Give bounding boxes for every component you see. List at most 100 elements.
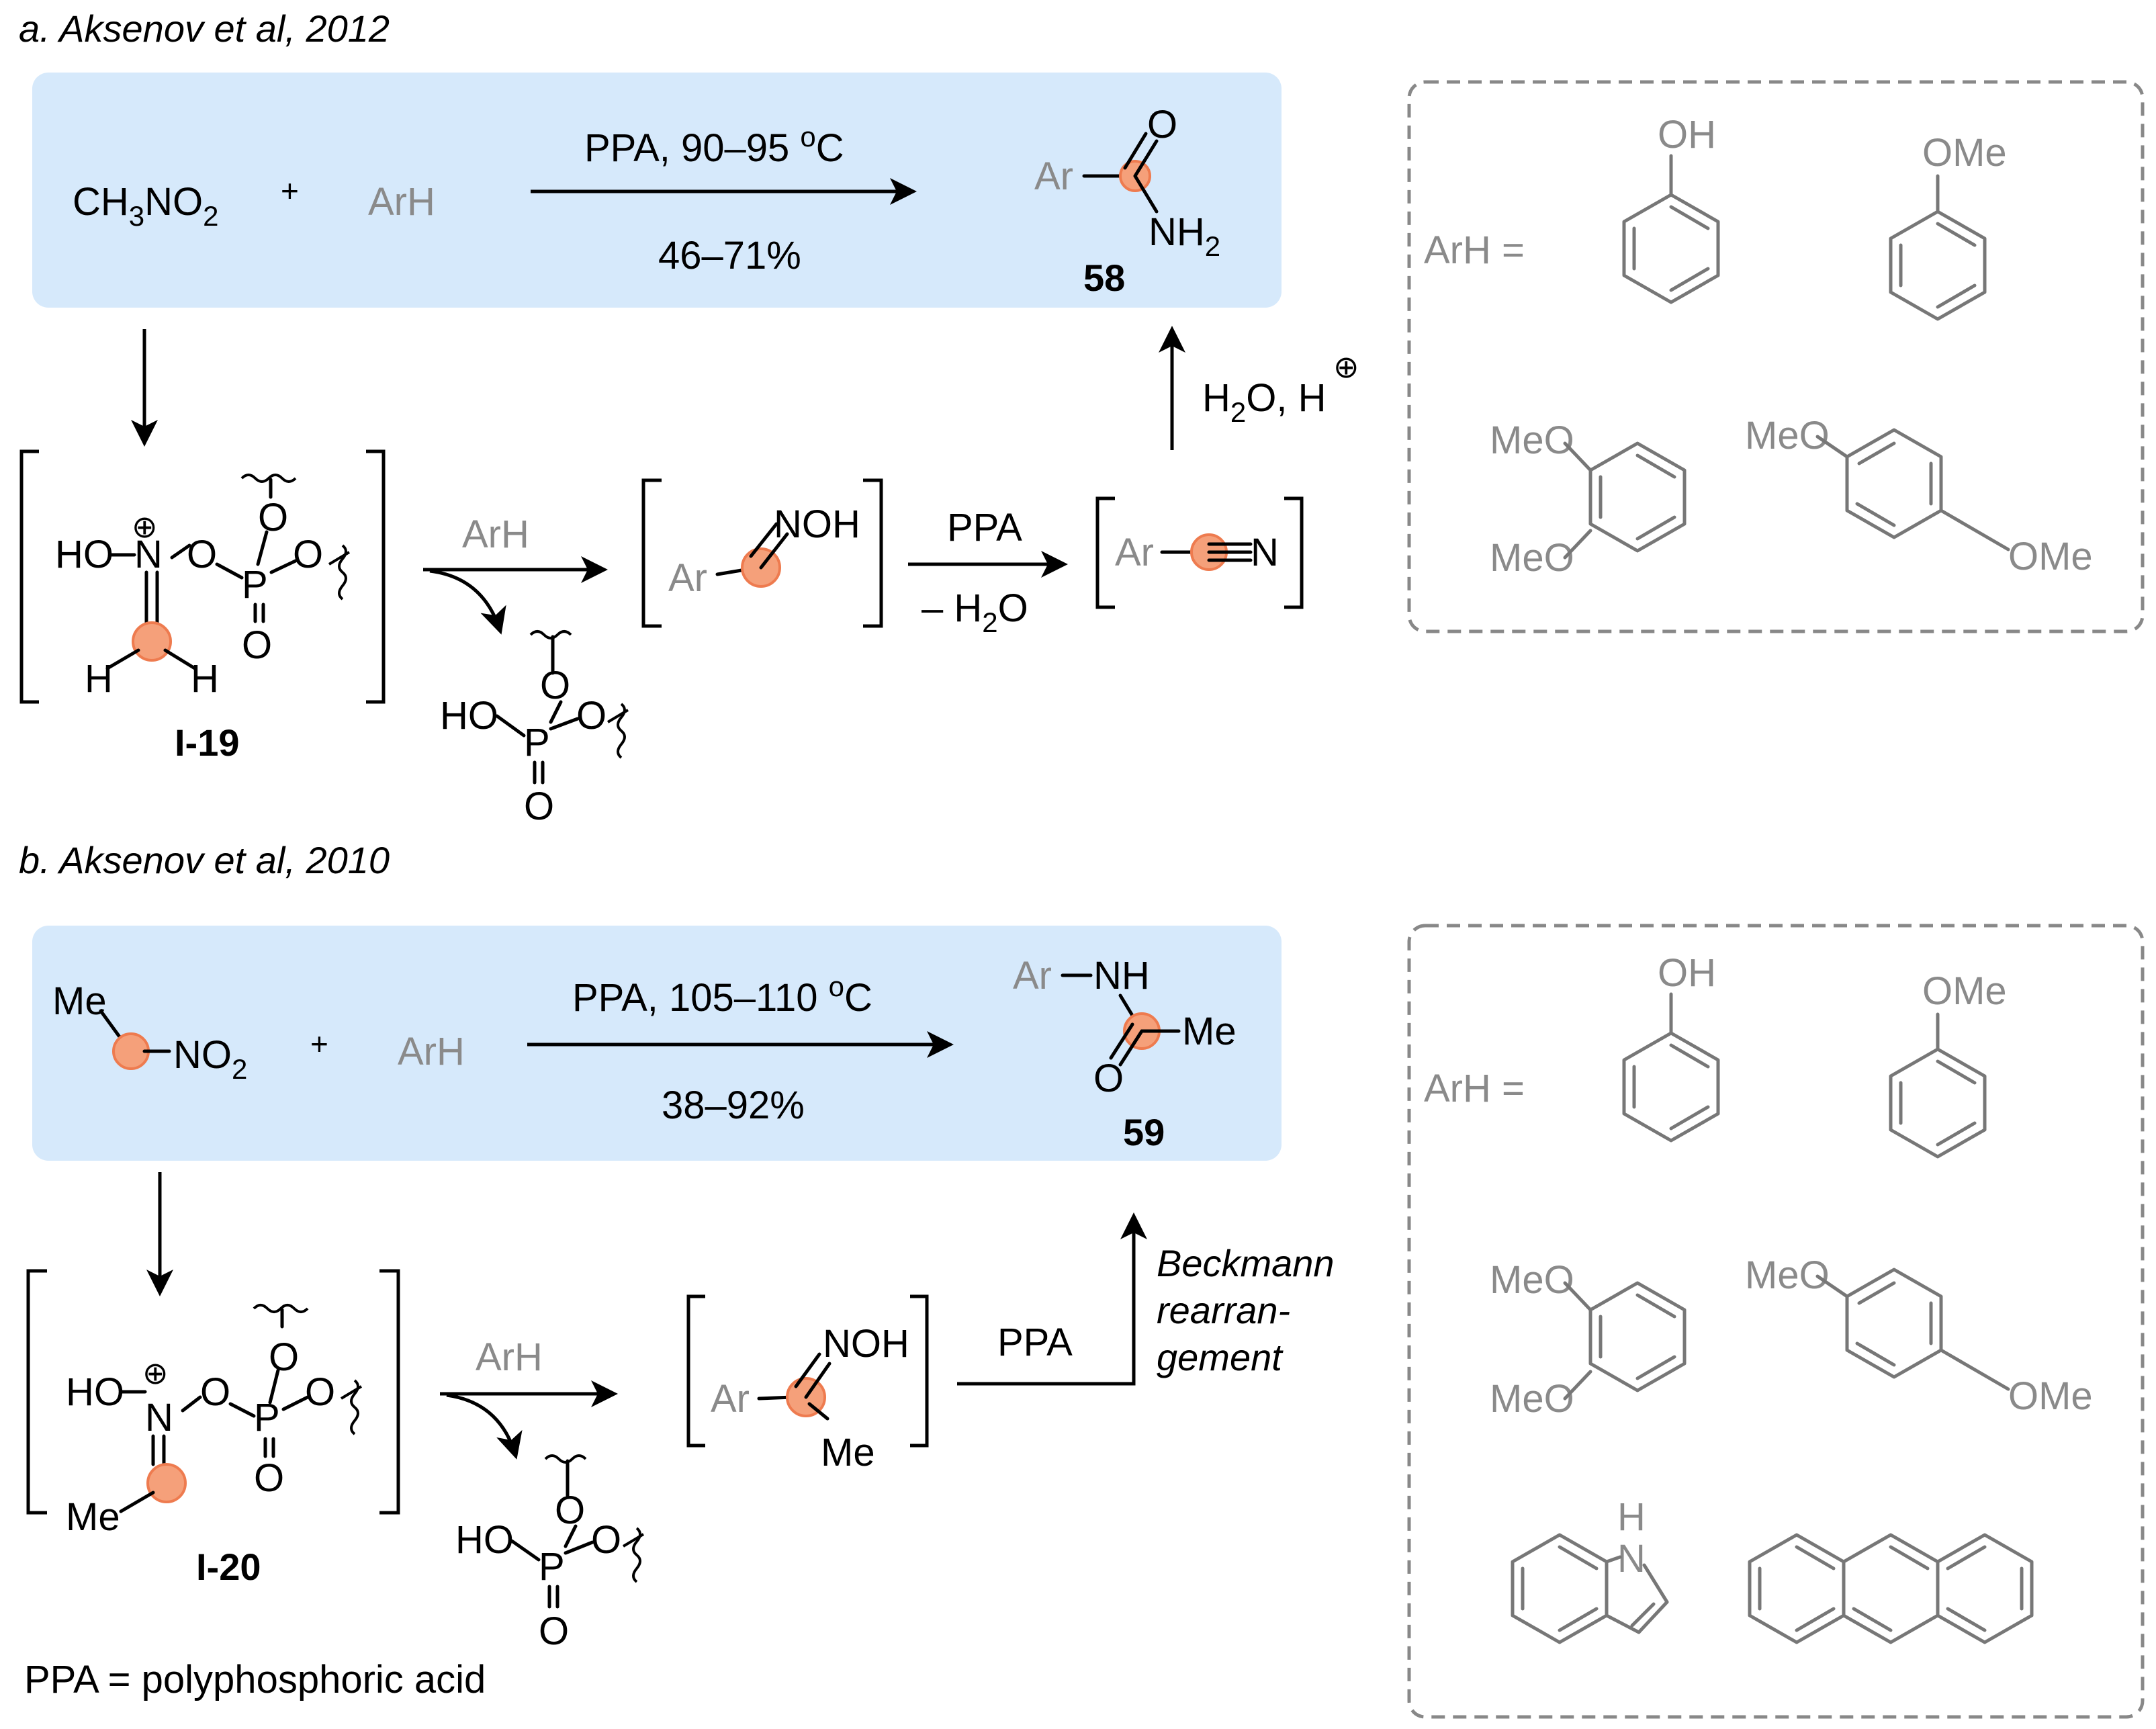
svg-text:H: H (191, 657, 219, 701)
bracket-right (379, 1269, 400, 1515)
highlight-atom (146, 1463, 187, 1503)
svg-text:N: N (145, 1396, 173, 1439)
panel-a-hydrolysis-plus: ⊕ (1333, 349, 1359, 384)
svg-text:MeO: MeO (1490, 1377, 1574, 1421)
dimethoxybenzene-structure: MeO OMe (1745, 1253, 2093, 1418)
svg-text:O: O (200, 1370, 230, 1414)
panel-b-ketoxime: Ar NOH Me (711, 1322, 909, 1474)
svg-text:NH: NH (1093, 954, 1150, 998)
bracket-right (910, 1294, 929, 1448)
svg-text:O: O (555, 1489, 585, 1532)
svg-text:O: O (576, 694, 607, 738)
svg-text:OH: OH (1658, 951, 1716, 995)
svg-text:MeO: MeO (1745, 414, 1830, 457)
panel-b-plus: + (310, 1026, 328, 1061)
bracket-left (19, 449, 39, 704)
svg-text:O: O (269, 1335, 299, 1379)
panel-a-byproduct-phosphate: O HO P O O (440, 630, 629, 828)
panel-b-rearr-line1: Beckmann (1157, 1242, 1335, 1284)
bracket-left (26, 1269, 47, 1515)
veratrole-structure: MeO MeO (1490, 418, 1687, 580)
svg-text:O: O (293, 533, 323, 576)
phenol-structure: OH (1622, 951, 1720, 1143)
svg-text:NH2: NH2 (1149, 210, 1220, 262)
panel-a-step1-reagent: ArH (462, 513, 529, 556)
svg-text:OH: OH (1658, 113, 1716, 157)
svg-text:HO: HO (66, 1370, 124, 1414)
svg-text:CH3NO2: CH3NO2 (73, 180, 219, 232)
svg-text:Me: Me (821, 1431, 875, 1474)
panel-a-scope-label: ArH = (1424, 228, 1525, 272)
panel-a-conditions: PPA, 90–95 oC (584, 121, 844, 170)
intermediate-I-20: HO N ⊕ O P O O O Me (66, 1304, 363, 1539)
svg-text:Ar: Ar (1013, 954, 1052, 998)
svg-text:O: O (591, 1518, 621, 1562)
panel-a-step2-dehydration: – H2O (922, 586, 1028, 638)
svg-text:HO: HO (455, 1518, 514, 1562)
svg-text:O: O (539, 1609, 569, 1653)
svg-text:N: N (1251, 531, 1279, 574)
svg-text:O: O (258, 496, 288, 539)
svg-text:P: P (254, 1396, 280, 1439)
panel-b-byproduct-arrow (446, 1393, 523, 1460)
panel-b-rearr-line3: gement (1157, 1336, 1284, 1378)
panel-b-product-label: 59 (1123, 1111, 1165, 1153)
bracket-right (1284, 496, 1304, 609)
panel-a-byproduct-arrow (429, 569, 506, 635)
panel-a-arh: ArH (368, 180, 435, 224)
panel-a-nitromethane: CH3NO2 (73, 180, 219, 232)
intermediate-I-19: HO N ⊕ O P O O O H H (55, 474, 351, 701)
svg-text:OMe: OMe (2008, 1374, 2093, 1418)
bracket-left (641, 478, 662, 628)
panel-b-scope-box (1407, 924, 2145, 1719)
svg-text:HO: HO (440, 694, 498, 738)
panel-a-aldoxime: Ar NOH (668, 502, 860, 600)
bracket-right (863, 478, 883, 628)
svg-text:N: N (1617, 1537, 1646, 1581)
svg-text:Ar: Ar (1115, 531, 1154, 574)
panel-a-heading: a. Aksenov et al, 2012 (19, 7, 390, 50)
bracket-left (1095, 496, 1115, 609)
svg-text:O: O (187, 533, 217, 576)
svg-text:O: O (540, 664, 570, 707)
svg-text:P: P (524, 721, 550, 764)
svg-text:OMe: OMe (1922, 131, 2007, 175)
svg-text:P: P (539, 1545, 565, 1589)
svg-text:OMe: OMe (1922, 969, 2007, 1013)
svg-text:Me: Me (52, 979, 107, 1023)
svg-text:Ar: Ar (711, 1377, 750, 1421)
panel-a-plus: + (281, 173, 299, 208)
svg-text:⊕: ⊕ (142, 1356, 169, 1390)
svg-text:O: O (254, 1456, 284, 1500)
indole-structure: H N (1511, 1495, 1669, 1644)
anisole-structure: OMe (1889, 969, 2007, 1159)
svg-text:NO2: NO2 (173, 1033, 247, 1085)
panel-b-scope-label: ArH = (1424, 1067, 1525, 1110)
highlight-atom (132, 621, 172, 662)
svg-text:H: H (85, 657, 113, 701)
svg-text:MeO: MeO (1490, 418, 1574, 462)
anisole-structure: OMe (1889, 131, 2007, 321)
svg-text:MeO: MeO (1745, 1253, 1830, 1297)
panel-a-hydrolysis: H2O, H (1202, 376, 1326, 428)
svg-text:O: O (1093, 1057, 1124, 1100)
svg-text:Ar: Ar (1034, 154, 1073, 198)
panel-b-rearrangement-arrow (957, 1212, 1147, 1386)
panel-b-step1-reagent: ArH (476, 1335, 543, 1379)
svg-text:OMe: OMe (2008, 535, 2093, 578)
svg-text:MeO: MeO (1490, 536, 1574, 580)
panel-b-step2-reagent: PPA (997, 1321, 1073, 1364)
dimethoxybenzene-structure: MeO OMe (1745, 414, 2093, 578)
svg-text:N: N (134, 533, 163, 576)
panel-b-yield: 38–92% (662, 1083, 805, 1127)
veratrole-structure: MeO MeO (1490, 1258, 1687, 1421)
panel-a-step2-reagent: PPA (947, 506, 1022, 549)
svg-text:NOH: NOH (823, 1322, 909, 1366)
panel-b-rearr-line2: rearran- (1157, 1289, 1290, 1331)
bracket-right (366, 449, 386, 704)
svg-text:Ar: Ar (668, 556, 707, 600)
panel-b-nitroethane: Me NO2 (52, 979, 247, 1085)
svg-text:Me: Me (66, 1495, 120, 1539)
svg-text:H: H (1617, 1495, 1646, 1539)
